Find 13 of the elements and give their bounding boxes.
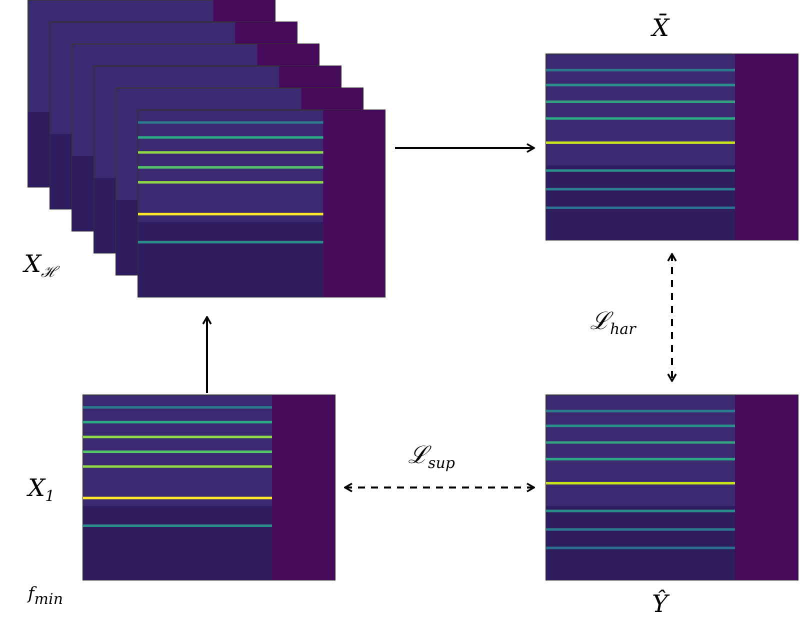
arrow xyxy=(202,316,212,393)
math-label: Ŷ xyxy=(652,592,668,616)
math-label: X$_{ℋ}$ xyxy=(24,252,58,280)
arrow xyxy=(395,143,535,153)
arrow xyxy=(344,482,535,492)
math-label: f$_{min}$ xyxy=(28,586,63,607)
math-label: X$_{1}$ xyxy=(28,476,55,504)
picture xyxy=(138,110,385,297)
picture xyxy=(546,395,798,580)
picture xyxy=(546,54,798,240)
picture xyxy=(83,395,335,580)
arrow xyxy=(667,253,677,382)
math-label: X̄ xyxy=(652,16,670,40)
